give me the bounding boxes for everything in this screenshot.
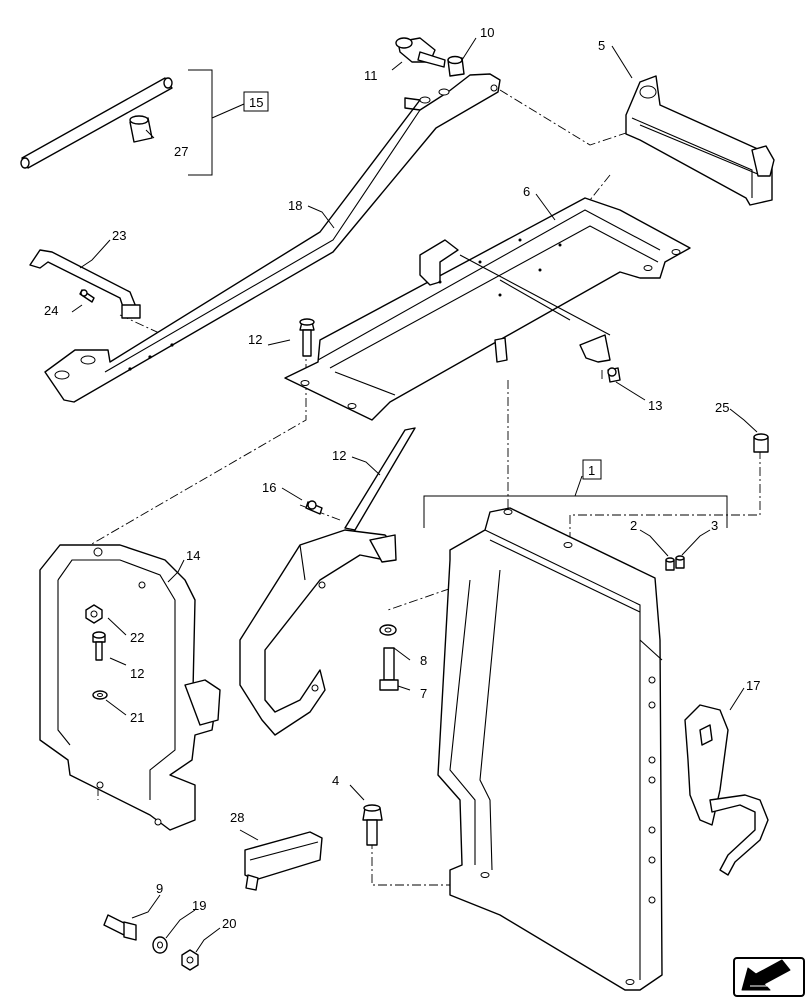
callout-18: 16 [262, 480, 276, 495]
callout-9: 9 [156, 881, 163, 896]
callout-6: 6 [523, 184, 530, 199]
callout-7: 7 [420, 686, 427, 701]
callout-12-lower: 12 [130, 666, 144, 681]
bolt-12-upper [299, 318, 315, 357]
callout-19: 18 [288, 198, 302, 213]
callout-1: 1 [588, 463, 595, 478]
bolt-7 [379, 647, 399, 691]
callout-16: 14 [186, 548, 200, 563]
callout-8: 8 [420, 653, 427, 668]
callout-23: 22 [130, 630, 144, 645]
callout-13: 12 [332, 448, 346, 463]
callout-17: 17 [746, 678, 760, 693]
callout-5: 5 [598, 38, 605, 53]
pin-11 [395, 37, 446, 68]
bushing-10 [447, 55, 465, 77]
callout-20: 19 [192, 898, 206, 913]
callout-10: 10 [480, 25, 494, 40]
handle-17 [684, 704, 769, 876]
nut-23 [85, 604, 103, 624]
rod [20, 77, 173, 169]
nut-21 [181, 949, 199, 971]
callout-15: 15 [249, 95, 263, 110]
rollbar-16 [39, 544, 221, 831]
frame-6 [284, 197, 691, 421]
bolt-14 [607, 367, 621, 383]
stud-3 [675, 555, 685, 569]
callout-11: 11 [364, 68, 378, 83]
trim-28 [244, 831, 323, 891]
callout-27: 27 [174, 144, 188, 159]
callout-12-upper: 12 [248, 332, 262, 347]
callout-1-box [582, 459, 602, 480]
stud-2 [665, 557, 675, 571]
mount-5 [625, 75, 775, 206]
main-frame-1 [437, 507, 663, 991]
stud-9 [103, 914, 137, 941]
washer-8 [379, 624, 397, 636]
bracket-15 [188, 69, 213, 176]
callout-26: 25 [715, 400, 729, 415]
leader-lines [71, 37, 758, 953]
callout-28: 28 [230, 810, 244, 825]
callout-2: 2 [630, 518, 637, 533]
spacer-27 [129, 115, 153, 143]
callout-21: 20 [222, 916, 236, 931]
callout-4: 4 [332, 773, 339, 788]
callout-24: 23 [112, 228, 126, 243]
callout-15-box [243, 91, 269, 112]
bolt-18 [305, 500, 323, 515]
strap-13 [344, 427, 416, 531]
callout-14: 13 [648, 398, 662, 413]
callout-3: 3 [711, 518, 718, 533]
strap-24 [29, 249, 141, 319]
plug-26 [753, 433, 769, 453]
bracket-1 [423, 495, 728, 528]
bolt-12-lower [92, 631, 106, 661]
bolt-25 [79, 289, 95, 303]
arm-19 [44, 73, 501, 403]
washer-20 [152, 936, 168, 954]
bolt-4 [362, 804, 383, 846]
washer-22 [92, 690, 108, 700]
previous-page-arrow-icon[interactable] [733, 957, 805, 997]
callout-22: 21 [130, 710, 144, 725]
middle-bracket [239, 529, 397, 736]
callout-25: 24 [44, 303, 58, 318]
callout-labels: 11 10 5 15 27 6 18 23 24 12 13 25 12 1 1… [44, 25, 760, 931]
